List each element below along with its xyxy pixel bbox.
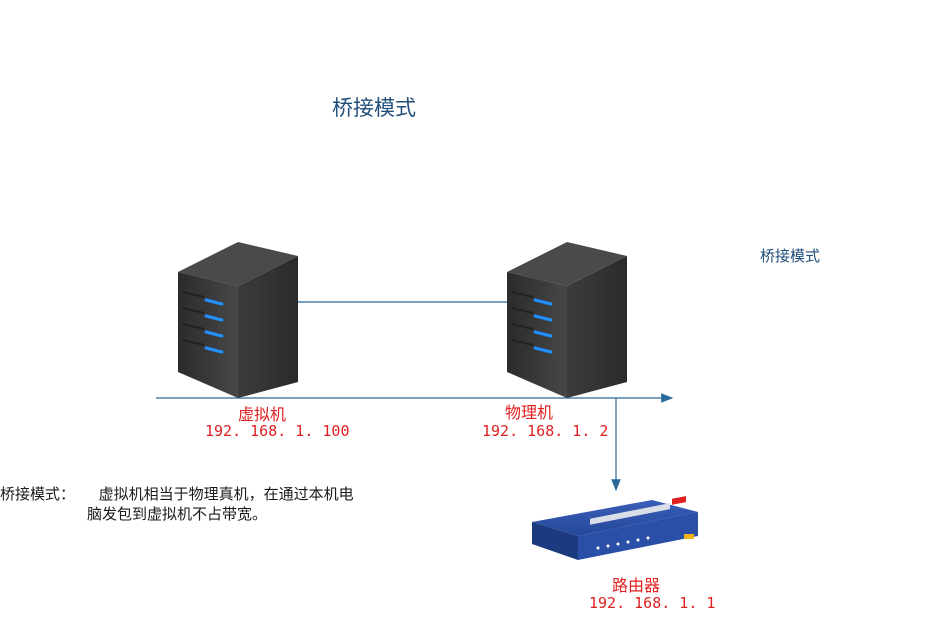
side-label: 桥接模式: [760, 247, 821, 265]
host-name-label: 物理机: [505, 403, 554, 422]
description-line1: 虚拟机相当于物理真机，在通过本机电: [98, 485, 354, 503]
vm-ip-label: 192. 168. 1. 100: [205, 422, 350, 440]
page-title: 桥接模式: [332, 96, 416, 120]
router-icon: [532, 496, 698, 560]
description-label: 桥接模式：: [0, 485, 76, 503]
description-line2: 脑发包到虚拟机不占带宽。: [87, 505, 268, 523]
server-icon: [507, 242, 627, 398]
server-icon: [178, 242, 298, 398]
description: 桥接模式： 虚拟机相当于物理真机，在通过本机电 脑发包到虚拟机不占带宽。: [0, 484, 354, 524]
vm-name-label: 虚拟机: [238, 405, 287, 424]
host-ip-label: 192. 168. 1. 2: [482, 422, 609, 440]
router-name-label: 路由器: [612, 576, 661, 595]
router-ip-label: 192. 168. 1. 1: [589, 594, 716, 612]
